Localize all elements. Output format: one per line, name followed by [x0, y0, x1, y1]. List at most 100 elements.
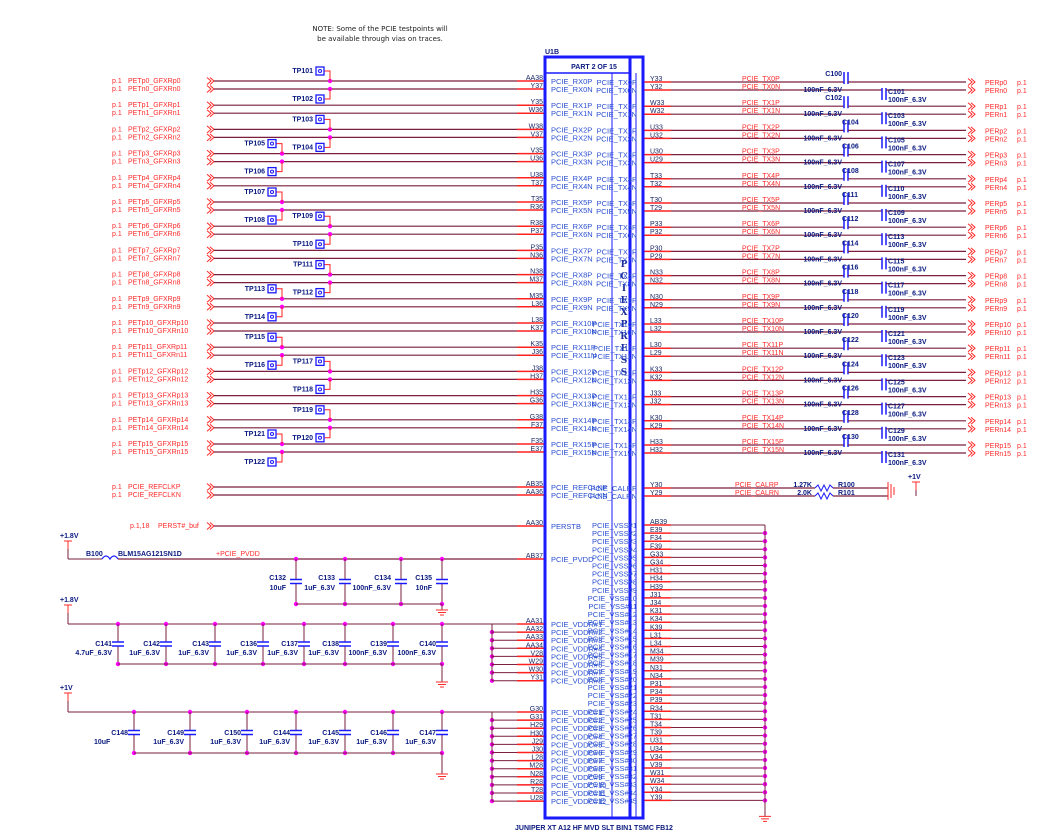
pin-number: G31	[530, 714, 543, 721]
page-ref: p.1	[112, 320, 122, 327]
pin-number: H37	[530, 373, 543, 380]
cap-ref: C104	[842, 119, 859, 126]
pin-name: PCIE_TX1P	[597, 102, 637, 111]
testpoint-label: TP117	[293, 358, 313, 365]
testpoint-icon	[270, 432, 274, 436]
testpoint-lead	[324, 427, 331, 439]
cap-ref: C136	[240, 641, 257, 648]
testpoint-icon	[318, 145, 322, 150]
offpage-connector-icon	[967, 78, 976, 86]
pin-number: N31	[650, 665, 663, 672]
page-ref: p.1	[1017, 306, 1027, 313]
pin-name: PCIE_VSS#30	[588, 756, 637, 765]
net-label: PERn11	[985, 354, 1011, 361]
net-label: PCIE_TX9P	[742, 294, 780, 301]
pin-number: H35	[530, 390, 543, 397]
pin-name: PCIE_RX13P	[551, 392, 596, 401]
net-label: PERp12	[985, 370, 1011, 377]
offpage-connector-icon	[206, 483, 215, 491]
cap-ref: C137	[281, 641, 298, 648]
pin-name: PCIE_VSS#27	[588, 732, 637, 741]
cap-ref: C150	[224, 730, 241, 737]
pin-number: R28	[530, 779, 543, 786]
pin-number: J38	[532, 365, 543, 372]
testpoint-icon	[315, 239, 325, 249]
page-ref: p.1	[112, 102, 122, 109]
page-ref: p.1	[1017, 443, 1027, 450]
net-label: +PCIE_PVDD	[216, 551, 260, 558]
pin-name: PCIE_VDDC#1	[551, 708, 602, 717]
pin-name: PCIE_TX9N	[596, 304, 637, 313]
pin-name: PCIE_VSS#34	[588, 788, 637, 797]
page-ref: p.1	[1017, 225, 1027, 232]
testpoint-label: TP113	[245, 286, 265, 293]
offpage-connector-icon	[967, 134, 976, 143]
testpoint-icon	[315, 211, 325, 221]
net-label: PETn11_GFXRn11	[128, 352, 187, 359]
testpoint-icon	[315, 114, 325, 125]
pin-number: W31	[650, 770, 665, 777]
page-ref: p.1	[112, 199, 122, 206]
cap-value: 100nF_6.3V	[397, 650, 436, 657]
pin-number: P32	[650, 229, 663, 236]
cap-value: 100nF_6.3V	[888, 387, 927, 394]
offpage-connector-icon	[967, 376, 976, 385]
pin-name: PCIE_TX11N	[593, 352, 637, 361]
cap-ref: C109	[888, 210, 905, 217]
pin-number: K37	[531, 325, 544, 332]
net-label: PCIE_TX11P	[742, 342, 783, 349]
offpage-connector-icon	[967, 295, 976, 304]
pin-name: PCIE_RX5N	[551, 206, 593, 215]
net-label: PERp2	[985, 128, 1007, 135]
testpoint-icon	[318, 214, 322, 219]
pin-number: N30	[650, 294, 663, 301]
pin-name: PCIE_TX11P	[593, 344, 637, 353]
chip-center-letter: C	[620, 272, 627, 282]
pin-name: PCIE_VSS#11	[588, 602, 637, 611]
page-ref: p.1	[1017, 330, 1027, 337]
net-label: PCIE_TX0N	[742, 84, 780, 91]
cap-ref: C145	[322, 730, 339, 737]
testpoint-lead	[324, 89, 331, 100]
testpoint-icon	[267, 284, 277, 294]
cap-ref: C108	[842, 168, 859, 175]
resistor-value: 1.27K	[793, 482, 812, 489]
pin-name: PCIE_RX9N	[551, 303, 593, 312]
offpage-connector-icon	[967, 424, 976, 433]
testpoint-label: TP122	[244, 459, 265, 466]
page-ref: p.1	[112, 484, 122, 491]
net-label: PETn12_GFXRn12	[128, 376, 188, 383]
cap-ref: C132	[269, 575, 286, 582]
cap-value: 10uF	[94, 739, 111, 746]
offpage-connector-icon	[206, 522, 215, 530]
cap-ref: C138	[322, 641, 339, 648]
testpoint-icon	[267, 332, 277, 342]
pin-name: PCIE_TX1N	[596, 110, 637, 119]
pin-number: P30	[650, 245, 663, 252]
testpoint-label: TP104	[292, 144, 313, 151]
net-label: PCIE_TX9N	[742, 302, 780, 309]
net-label: PERp0	[985, 80, 1007, 87]
cap-value: 100nF_6.3V	[888, 436, 927, 443]
offpage-connector-icon	[206, 133, 215, 142]
offpage-connector-icon	[206, 222, 215, 231]
ground-icon	[436, 773, 448, 780]
pin-name: PCIE_VSS#2	[592, 529, 637, 538]
net-label: PETn0_GFXRn0	[128, 86, 181, 93]
pin-name: PCIE_RX3N	[551, 158, 593, 167]
net-label: PETp7_GFXRp7	[128, 247, 181, 254]
cap-ref: C134	[374, 575, 391, 582]
testpoint-lead	[324, 234, 331, 245]
net-label: PERp1	[985, 104, 1007, 111]
pin-name: PCIE_VSS#18	[588, 659, 637, 668]
net-label: PETn7_GFXRn7	[128, 255, 181, 262]
cap-value: 100nF_6.3V	[888, 97, 927, 104]
pin-name: PCIE_VDDC#4	[551, 732, 602, 741]
pin-name: PCIE_TX12N	[592, 376, 637, 385]
offpage-connector-icon	[206, 294, 215, 303]
page-ref: p.1	[112, 304, 122, 311]
page-ref: p.1	[1017, 427, 1027, 434]
testpoint-label: TP105	[244, 141, 265, 148]
offpage-connector-icon	[206, 491, 215, 499]
pin-name: PCIE_RX7N	[551, 254, 593, 263]
